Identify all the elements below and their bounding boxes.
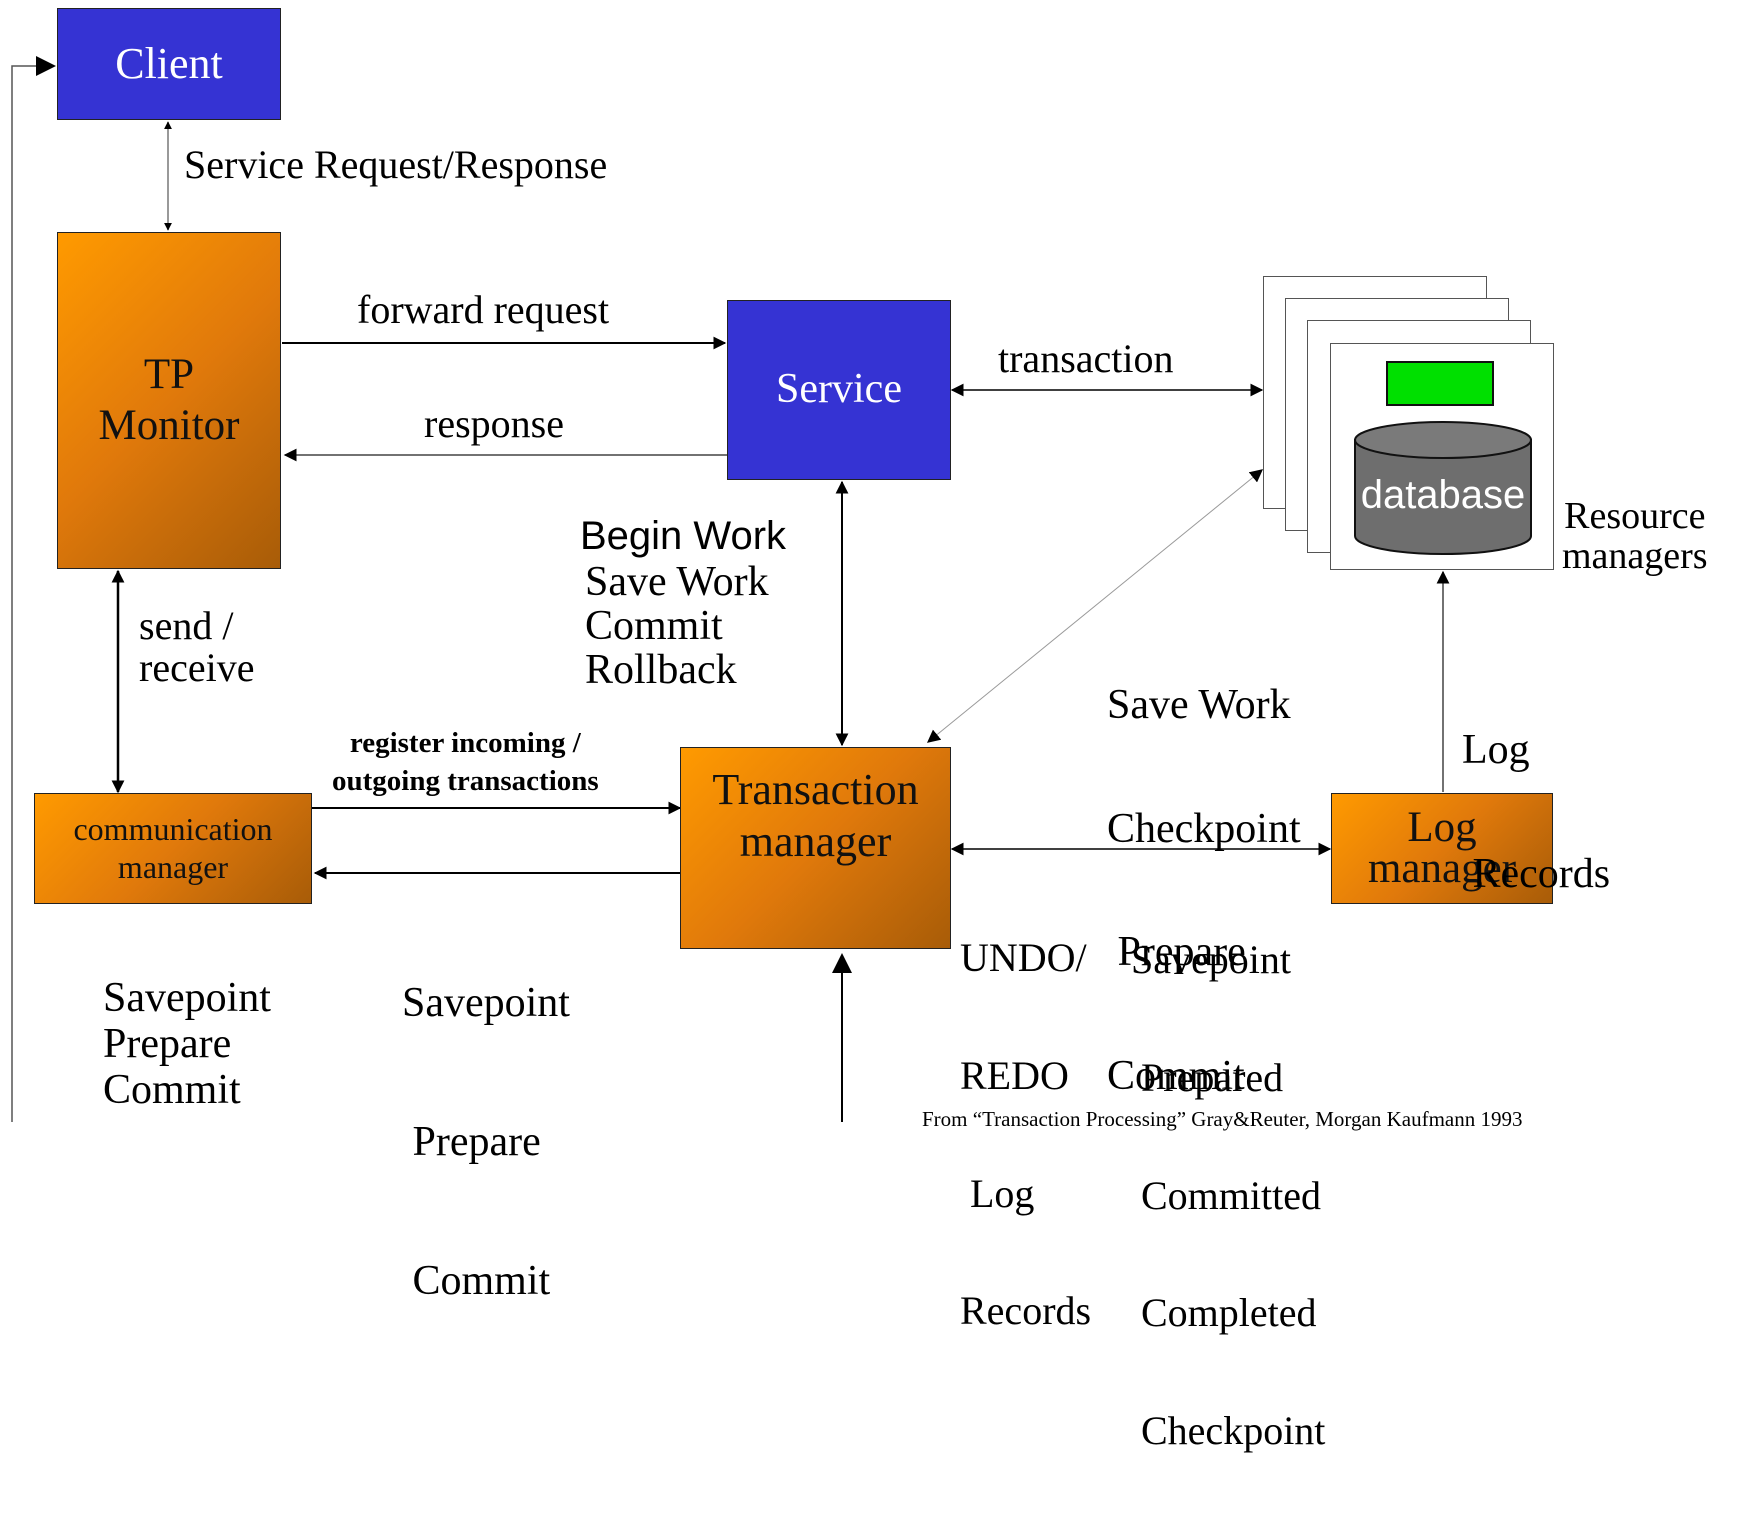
resource-managers-line-1: Resource bbox=[1564, 495, 1706, 537]
connector-layer bbox=[11, 56, 1450, 1122]
tm-log-call-checkpoint: Checkpoint bbox=[1131, 1407, 1326, 1453]
undo-redo-line-4: Records bbox=[960, 1288, 1092, 1334]
communication-manager-label-line-2: manager bbox=[117, 848, 229, 885]
edge-rm-transaction-manager bbox=[926, 469, 1264, 743]
bottom-left-call-savepoint: Savepoint bbox=[103, 975, 271, 1021]
register-transactions-line-2: outgoing transactions bbox=[332, 764, 599, 797]
cm-calls-label: Savepoint Prepare Commit bbox=[402, 888, 570, 1396]
service-tm-call-rollback: Rollback bbox=[585, 647, 737, 694]
transaction-manager-node: Transaction manager bbox=[680, 747, 951, 949]
response-label: response bbox=[424, 401, 564, 446]
tm-log-call-committed: Committed bbox=[1131, 1172, 1321, 1218]
service-node: Service bbox=[727, 300, 951, 480]
tm-log-calls-label: Savepoint Prepared Committed Completed C… bbox=[1131, 862, 1325, 1528]
rm-tm-call-prepare: Prepare bbox=[1107, 929, 1246, 976]
cm-call-commit: Commit bbox=[402, 1257, 551, 1304]
cm-call-savepoint: Savepoint bbox=[402, 980, 570, 1027]
database-label: database bbox=[1360, 473, 1526, 517]
log-records-label: Log Records bbox=[1462, 648, 1610, 977]
tm-log-call-savepoint: Savepoint bbox=[1131, 937, 1291, 983]
log-manager-label-line-2: manager bbox=[1367, 844, 1517, 892]
service-tm-calls-label: Save Work Commit Rollback bbox=[585, 560, 769, 692]
begin-work-label: Begin Work bbox=[580, 514, 787, 558]
service-request-response-label: Service Request/Response bbox=[184, 142, 608, 187]
undo-redo-line-2: REDO bbox=[960, 1052, 1069, 1098]
send-receive-line-2: receive bbox=[139, 645, 255, 690]
citation: From “Transaction Processing” Gray&Reute… bbox=[922, 1107, 1523, 1131]
cm-call-prepare: Prepare bbox=[402, 1118, 541, 1165]
tp-architecture-diagram: Client TP Monitor Service Transaction ma… bbox=[11, 8, 1708, 1450]
rm-tm-call-checkpoint: Checkpoint bbox=[1107, 805, 1301, 852]
transaction-label: transaction bbox=[998, 336, 1174, 381]
client-label: Client bbox=[115, 39, 223, 89]
communication-manager-node: communication manager bbox=[34, 793, 312, 904]
undo-redo-line-3: Log bbox=[960, 1170, 1035, 1216]
client-node: Client bbox=[57, 8, 281, 120]
tm-log-call-prepared: Prepared bbox=[1131, 1054, 1284, 1100]
send-receive-line-1: send / bbox=[139, 603, 234, 648]
service-label: Service bbox=[776, 366, 902, 413]
service-tm-call-save-work: Save Work bbox=[585, 559, 769, 605]
resource-managers-line-2: managers bbox=[1562, 534, 1708, 577]
tp-monitor-node: TP Monitor bbox=[57, 232, 281, 569]
log-records-line-1: Log bbox=[1462, 727, 1530, 774]
rm-tm-calls-label: Save Work Checkpoint Prepare Commit bbox=[1107, 603, 1301, 1179]
resource-manager-page-1: database bbox=[1330, 343, 1554, 570]
edge-loop-to-client bbox=[11, 56, 56, 1122]
transaction-manager-label-line-1: Transaction bbox=[712, 765, 919, 814]
log-records-line-2: Records bbox=[1462, 850, 1611, 897]
tp-monitor-label-line-1: TP bbox=[143, 350, 195, 398]
bottom-left-call-prepare: Prepare bbox=[103, 1021, 232, 1068]
tp-monitor-label-line-2: Monitor bbox=[98, 401, 240, 449]
log-manager-node: Log manager bbox=[1331, 793, 1553, 904]
log-manager-label-line-1: Log bbox=[1407, 803, 1477, 851]
undo-redo-line-1: UNDO/ bbox=[960, 935, 1087, 981]
rm-tm-call-commit: Commit bbox=[1107, 1052, 1245, 1099]
forward-request-label: forward request bbox=[357, 287, 610, 332]
register-transactions-label: register incoming / outgoing transaction… bbox=[332, 725, 599, 800]
register-transactions-line-1: register incoming / bbox=[349, 727, 581, 759]
database-cylinder-icon bbox=[1354, 421, 1532, 555]
database-indicator bbox=[1386, 361, 1494, 406]
tm-log-call-completed: Completed bbox=[1131, 1290, 1317, 1336]
rm-tm-call-save-work: Save Work bbox=[1107, 682, 1291, 729]
service-tm-call-commit: Commit bbox=[585, 603, 723, 650]
undo-redo-label: UNDO/ REDO Log Records bbox=[960, 860, 1091, 1409]
communication-manager-label-line-1: communication bbox=[73, 810, 273, 847]
transaction-manager-label-line-2: manager bbox=[739, 816, 892, 866]
bottom-left-calls-label: Savepoint Prepare Commit bbox=[103, 975, 271, 1114]
send-receive-label: send / receive bbox=[139, 605, 254, 689]
bottom-left-call-commit: Commit bbox=[103, 1067, 241, 1114]
resource-managers-label: Resource managers bbox=[1562, 495, 1708, 577]
